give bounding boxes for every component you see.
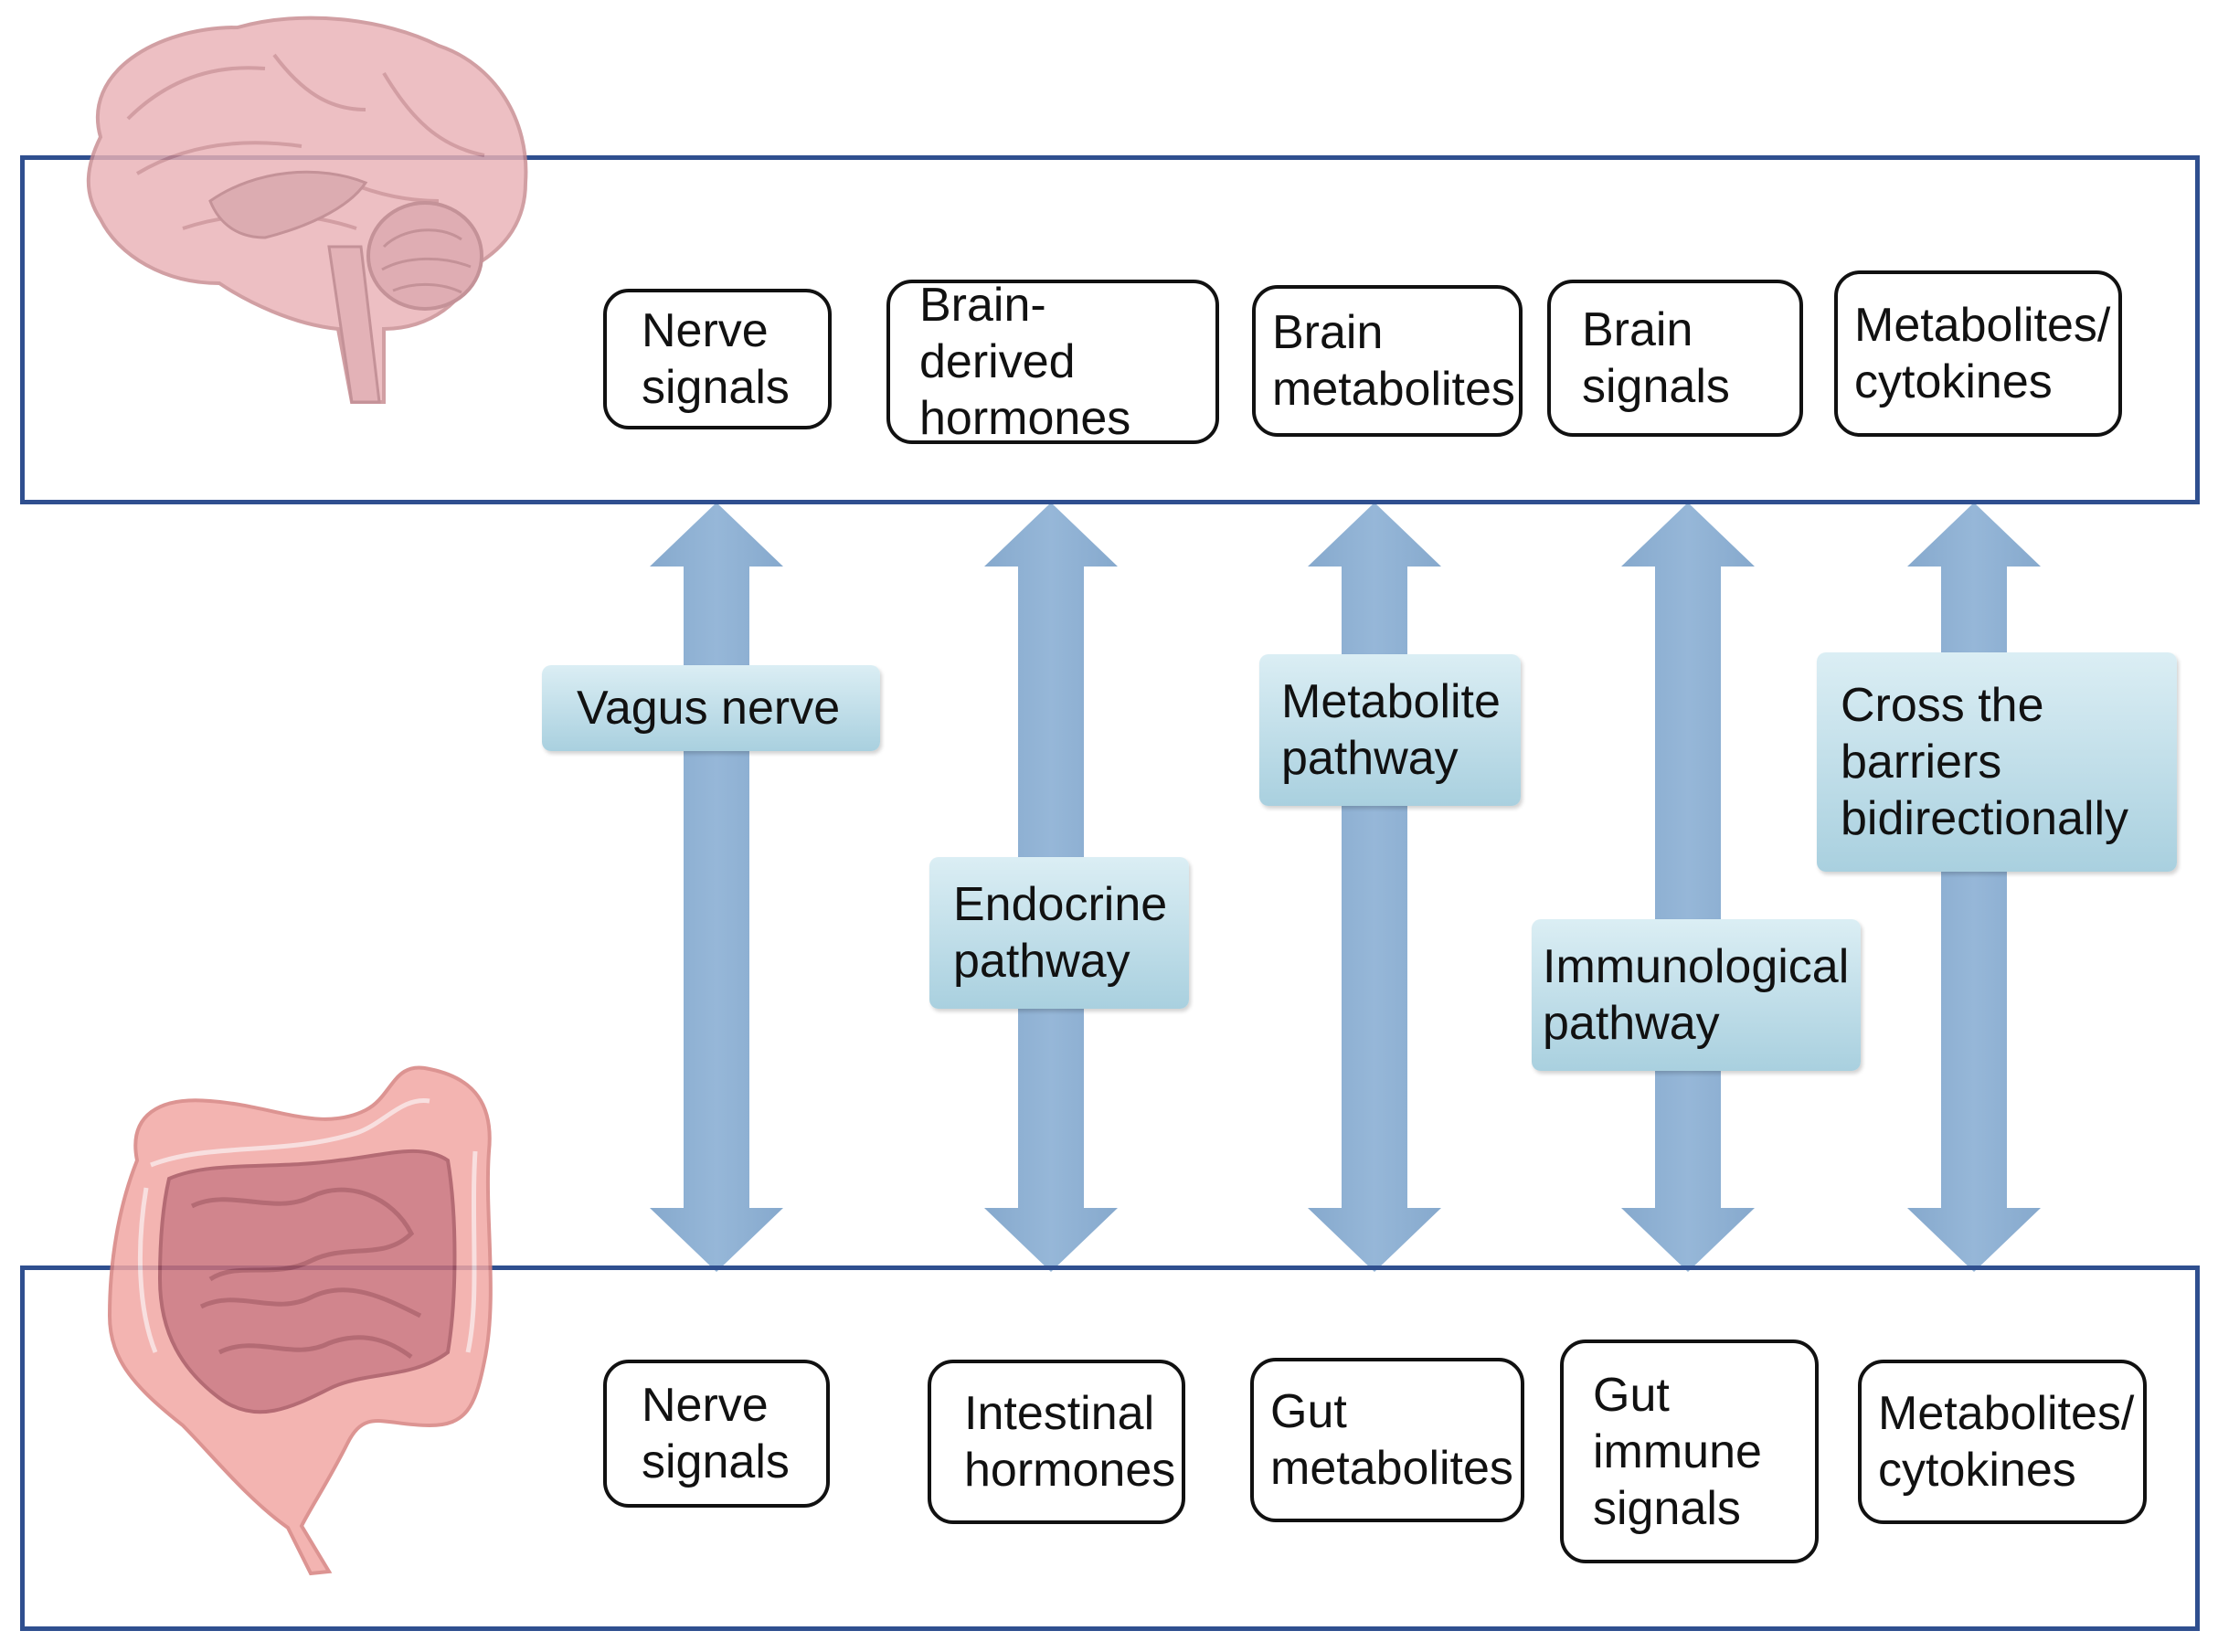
brain-panel [20,155,2200,504]
brain-box-brain-signals: Brain signals [1547,280,1803,437]
pathway-text: Immunological pathway [1543,940,1850,1050]
gut-box-metabolites-cytokines: Metabolites/ cytokines [1858,1360,2147,1524]
pathway-label-vagus-nerve: Vagus nerve [542,665,880,751]
pathway-label-cross-barriers: Cross the barriers bidirectionally [1817,652,2177,872]
box-label: Brain signals [1582,303,1730,413]
gut-box-gut-immune-signals: Gut immune signals [1560,1340,1819,1563]
arrow-metabolite [1308,503,1441,1272]
box-label: Intestinal hormones [964,1387,1176,1497]
arrow-immunological [1621,503,1755,1272]
arrow-vagus [650,503,783,1272]
pathway-text: Metabolite pathway [1281,675,1501,785]
box-label: Brain-derived hormones [919,279,1131,445]
gut-box-nerve-signals: Nerve signals [603,1360,830,1508]
gut-box-gut-metabolites: Gut metabolites [1250,1358,1524,1522]
pathway-text: Endocrine pathway [953,878,1168,988]
arrow-barriers [1907,503,2041,1272]
gut-panel [20,1265,2200,1631]
box-label: Gut immune signals [1593,1368,1762,1535]
pathway-text: Cross the barriers bidirectionally [1841,679,2129,845]
box-label: Metabolites/ cytokines [1854,299,2111,408]
brain-box-metabolites-cytokines: Metabolites/ cytokines [1834,270,2122,437]
brain-box-brain-derived-hormones: Brain-derived hormones [886,279,1219,445]
box-label: Nerve signals [642,304,790,414]
pathway-label-metabolite: Metabolite pathway [1259,654,1521,806]
gut-box-intestinal-hormones: Intestinal hormones [928,1360,1185,1524]
brain-box-brain-metabolites: Brain metabolites [1252,285,1523,437]
pathway-text: Vagus nerve [577,682,841,735]
pathway-label-immunological: Immunological pathway [1532,919,1861,1071]
box-label: Metabolites/ cytokines [1878,1387,2135,1497]
box-label: Nerve signals [642,1379,790,1488]
box-label: Brain metabolites [1272,306,1515,416]
brain-box-nerve-signals: Nerve signals [603,289,832,429]
box-label: Gut metabolites [1270,1385,1513,1495]
pathway-label-endocrine: Endocrine pathway [929,857,1189,1009]
